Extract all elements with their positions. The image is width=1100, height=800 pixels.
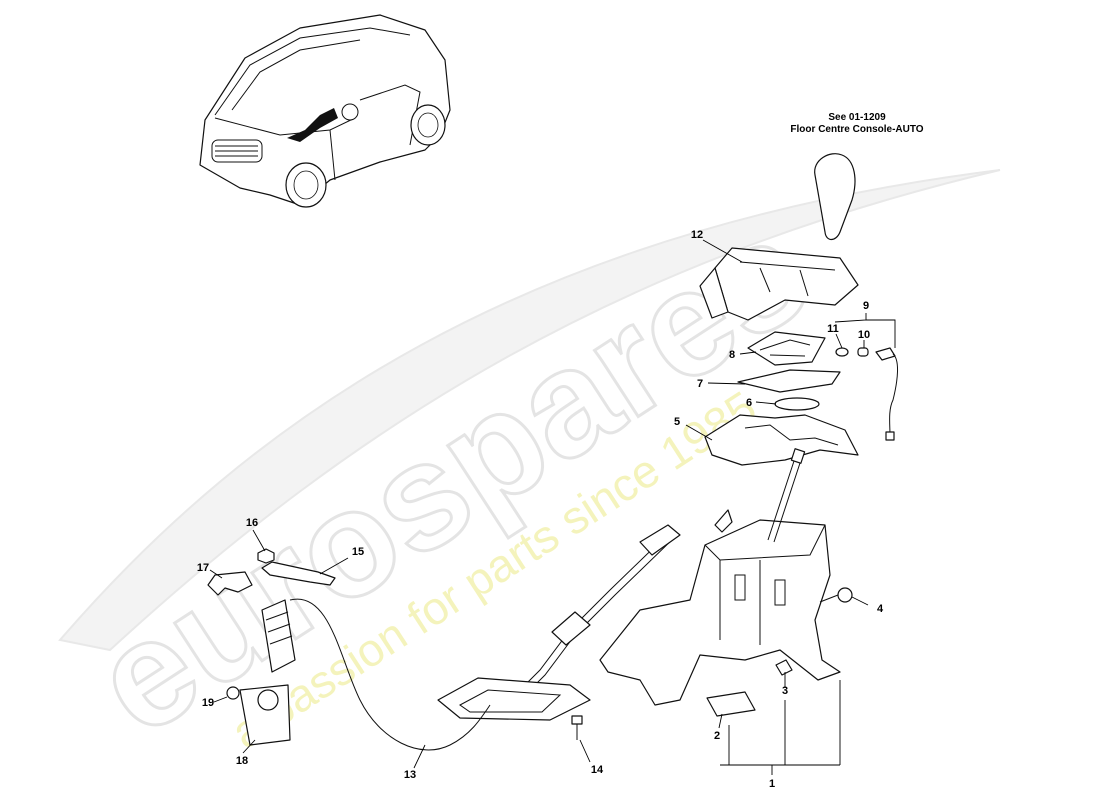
- indicator-panel: [747, 331, 826, 366]
- bolt-4: [819, 587, 853, 603]
- screw-14: [571, 715, 583, 740]
- callout-3: 3: [782, 685, 788, 697]
- shifter-upper-cover: [704, 414, 859, 466]
- callout-12: 12: [691, 229, 703, 241]
- callout-11: 11: [827, 323, 839, 335]
- callout-13: 13: [404, 769, 416, 781]
- slide-plate: [737, 369, 841, 393]
- callout-numbers: 1 2 3 4 5 6 7 8 9 10 11 12 13 14 15 16 1…: [197, 229, 884, 790]
- shifter-assembly: [599, 448, 841, 706]
- wire-harness: [889, 353, 898, 436]
- callout-15: 15: [352, 546, 364, 558]
- callout-4: 4: [877, 603, 884, 615]
- control-module: [706, 691, 756, 717]
- reference-note-line1: See 01-1209: [828, 112, 886, 123]
- watermark-swoosh: [58, 169, 1001, 652]
- shift-cable: [289, 524, 681, 751]
- clip-17: [207, 571, 253, 596]
- bulb-socket: [835, 347, 849, 357]
- cover-disc: [774, 397, 820, 411]
- callout-19: 19: [202, 697, 214, 709]
- callout-7: 7: [697, 378, 703, 390]
- callout-9: 9: [863, 300, 869, 312]
- callout-10: 10: [858, 329, 870, 341]
- cable-bracket-15: [261, 561, 336, 586]
- bulb: [857, 347, 869, 357]
- nut-16: [257, 548, 275, 564]
- cable-end-hardware: [207, 548, 336, 746]
- vehicle-overview-drawing: [199, 14, 451, 208]
- shift-lever: [767, 457, 802, 543]
- console-trim-housing: [699, 247, 859, 321]
- watermark: eurospares a passion for parts since 198…: [58, 169, 1001, 768]
- callout-14: 14: [591, 764, 604, 776]
- callout-18: 18: [236, 755, 248, 767]
- callout-5: 5: [674, 416, 680, 428]
- clip-3: [775, 659, 793, 676]
- bolt-19: [226, 686, 240, 700]
- callout-1: 1: [769, 778, 775, 790]
- callout-6: 6: [746, 397, 752, 409]
- leader-lines: [209, 239, 896, 775]
- wire-connector: [875, 347, 896, 361]
- callout-8: 8: [729, 349, 735, 361]
- callout-17: 17: [197, 562, 209, 574]
- switch-and-wire-assembly: [835, 347, 898, 441]
- callout-16: 16: [246, 517, 258, 529]
- callout-2: 2: [714, 730, 720, 742]
- gear-knob: [814, 153, 856, 241]
- reference-note-line2: Floor Centre Console-AUTO: [790, 124, 923, 135]
